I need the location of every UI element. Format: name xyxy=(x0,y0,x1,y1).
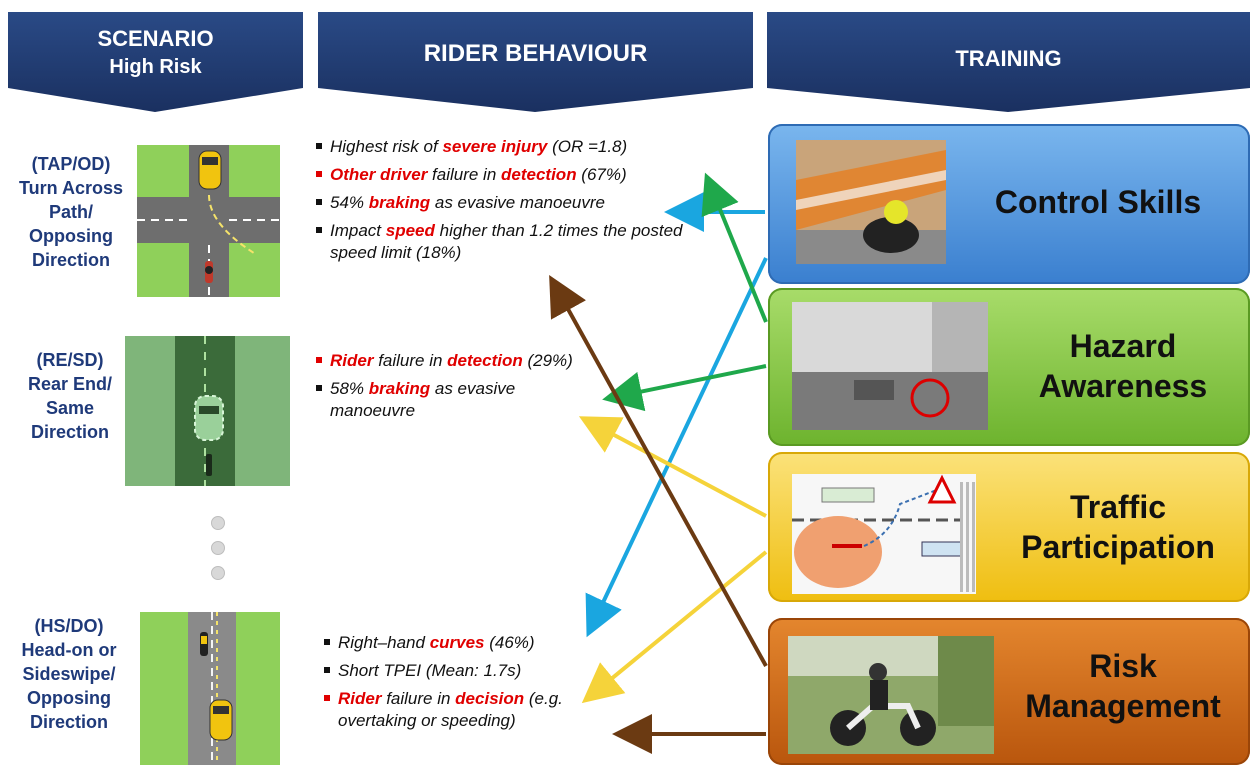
behaviour-item: Right–hand curves (46%) xyxy=(324,632,584,654)
training-label-line: Traffic xyxy=(1069,489,1167,525)
banner-shape xyxy=(767,12,1250,112)
motorcycle-cornering-photo xyxy=(796,140,946,264)
behaviour-list-re: Rider failure in detection (29%) 58% bra… xyxy=(316,350,586,428)
scenario-line: Turn Across xyxy=(18,178,124,198)
banner-shape xyxy=(318,12,753,112)
traffic-diagram xyxy=(792,474,976,594)
scenario-label-re: (RE/SD) Rear End/ Same Direction xyxy=(10,348,130,444)
training-label-line: Participation xyxy=(1021,529,1215,565)
behaviour-item: Other driver failure in detection (67%) xyxy=(316,164,716,186)
training-label: Risk Management xyxy=(1008,646,1238,726)
behaviour-item: Short TPEI (Mean: 1.7s) xyxy=(324,660,584,682)
rider-photo xyxy=(788,636,994,754)
scenario-banner: SCENARIO High Risk xyxy=(8,12,303,112)
behaviour-item: 54% braking as evasive manoeuvre xyxy=(316,192,716,214)
behaviour-item: Rider failure in decision (e.g. overtaki… xyxy=(324,688,584,732)
scenario-line: Path/ xyxy=(48,202,93,222)
arrow-control-to-curves xyxy=(585,257,768,638)
scenario-code: (RE/SD) xyxy=(36,350,104,370)
banner-shape xyxy=(8,12,303,112)
arrow-traffic-to-decision xyxy=(581,550,768,704)
behaviour-list-hs: Right–hand curves (46%) Short TPEI (Mean… xyxy=(324,632,584,738)
training-card-risk-management: Risk Management xyxy=(768,618,1250,765)
behaviour-item: Impact speed higher than 1.2 times the p… xyxy=(316,220,716,264)
arrow-hazard-to-detection-tap xyxy=(701,172,768,323)
training-label-line: Risk xyxy=(1089,648,1157,684)
scenario-title: SCENARIO xyxy=(97,26,214,51)
training-label-line: Hazard xyxy=(1069,328,1177,364)
scenario-code: (TAP/OD) xyxy=(31,154,111,174)
training-title: TRAINING xyxy=(955,46,1062,71)
training-label-line: Management xyxy=(1025,688,1221,724)
continuation-dot xyxy=(211,516,225,530)
rear-end-illustration xyxy=(125,336,290,486)
training-card-control-skills: Control Skills xyxy=(768,124,1250,284)
behaviour-item: 58% braking as evasive manoeuvre xyxy=(316,378,586,422)
scenario-line: Direction xyxy=(29,712,108,732)
scenario-code: (HS/DO) xyxy=(34,616,104,636)
behaviour-list-tap: Highest risk of severe injury (OR =1.8) … xyxy=(316,136,716,270)
training-label: Traffic Participation xyxy=(998,487,1238,567)
scenario-line: Head-on or xyxy=(21,640,117,660)
behaviour-title: RIDER BEHAVIOUR xyxy=(423,40,648,67)
scenario-line: Rear End/ xyxy=(27,374,113,394)
scenario-line: Opposing xyxy=(29,226,113,246)
arrow-traffic-to-re xyxy=(578,416,767,518)
scenario-line: Sideswipe/ xyxy=(22,664,116,684)
training-label-line: Awareness xyxy=(1038,368,1208,404)
training-label: Hazard Awareness xyxy=(1018,326,1228,406)
scenario-line: Direction xyxy=(30,422,109,442)
behaviour-item: Highest risk of severe injury (OR =1.8) xyxy=(316,136,716,158)
scenario-line: Opposing xyxy=(27,688,111,708)
scenario-subtitle: High Risk xyxy=(109,56,202,78)
continuation-dot xyxy=(211,541,225,555)
training-card-hazard-awareness: Hazard Awareness xyxy=(768,288,1250,446)
arrow-hazard-to-detection-re xyxy=(602,364,767,412)
intersection-illustration xyxy=(137,145,280,297)
continuation-dot xyxy=(211,566,225,580)
arrow-risk-to-speed xyxy=(549,275,768,667)
scenario-label-tap: (TAP/OD) Turn Across Path/ Opposing Dire… xyxy=(6,152,136,272)
training-card-traffic-participation: Traffic Participation xyxy=(768,452,1250,602)
behaviour-item: Rider failure in detection (29%) xyxy=(316,350,586,372)
scenario-label-hs: (HS/DO) Head-on or Sideswipe/ Opposing D… xyxy=(0,614,138,734)
head-on-illustration xyxy=(140,612,280,765)
training-label: Control Skills xyxy=(994,184,1202,220)
hazard-street-photo xyxy=(792,302,988,430)
training-banner: TRAINING xyxy=(767,12,1250,112)
scenario-line: Same xyxy=(45,398,95,418)
behaviour-banner: RIDER BEHAVIOUR xyxy=(318,12,753,112)
scenario-line: Direction xyxy=(31,250,110,270)
